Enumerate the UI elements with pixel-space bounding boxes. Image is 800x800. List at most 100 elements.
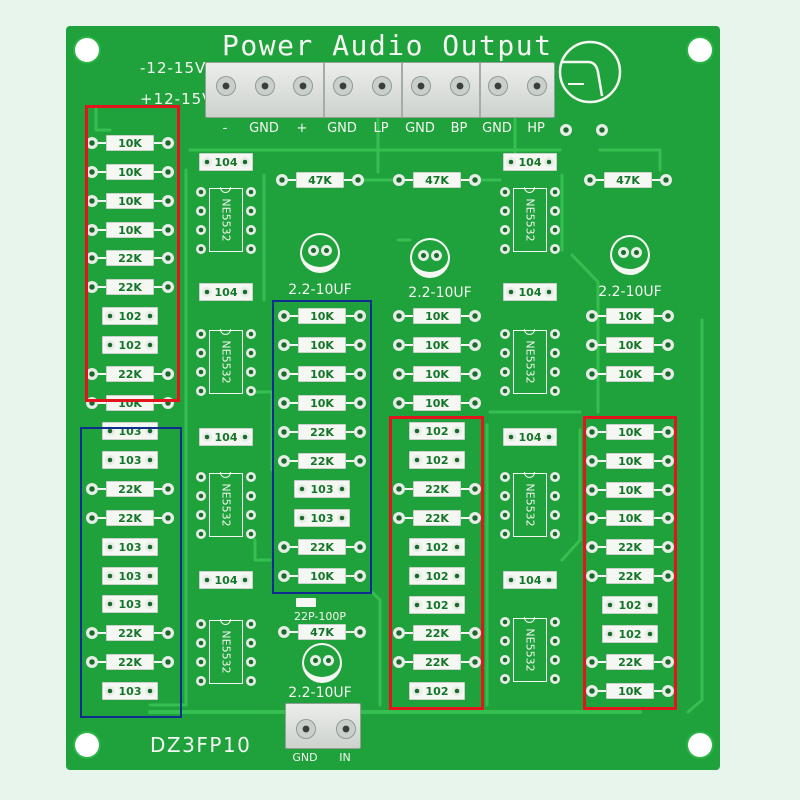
solder-pad — [105, 340, 115, 350]
resistor-value: 10K — [118, 223, 142, 237]
terminal-screw — [488, 76, 508, 96]
resistor-value: 10K — [310, 338, 334, 352]
solder-pad — [412, 455, 422, 465]
resistor-value: 22K — [118, 626, 142, 640]
solder-pad — [393, 656, 405, 668]
resistor: 47K — [276, 171, 364, 189]
resistor: 22K — [278, 452, 366, 470]
resistor-value: 10K — [310, 396, 334, 410]
capacitor-rating-label: 2.2-10UF — [392, 286, 488, 302]
resistor-body: 22K — [106, 510, 154, 526]
input-terminal-label: GND — [292, 751, 318, 764]
resistor-body: 22K — [606, 539, 654, 555]
ceramic-capacitor: 102 — [409, 538, 465, 556]
capacitor-outline — [610, 235, 650, 275]
solder-pad — [586, 512, 598, 524]
highlight-box-red — [85, 105, 180, 402]
resistor-body: 10K — [606, 424, 654, 440]
resistor-body: 10K — [298, 337, 346, 353]
solder-pad — [469, 174, 481, 186]
ceramic-capacitor: 104 — [503, 283, 557, 301]
solder-pad — [412, 600, 422, 610]
ic-pin-pad — [550, 243, 560, 254]
ic-pin-pad — [196, 224, 206, 235]
ic-pin-pad — [246, 490, 256, 501]
solder-pad — [662, 426, 674, 438]
capacitor-rating-label: 2.2-10UF — [272, 283, 368, 299]
solder-pad — [586, 455, 598, 467]
ceramic-capacitor: 103 — [102, 422, 158, 440]
solder-pad — [412, 426, 422, 436]
resistor-body: 10K — [298, 568, 346, 584]
capacitor-value: 102 — [118, 309, 142, 323]
resistor-value: 22K — [425, 655, 449, 669]
resistor-value: 10K — [618, 425, 642, 439]
ceramic-capacitor: 104 — [199, 153, 253, 171]
resistor-value: 22K — [618, 569, 642, 583]
trimmer-capacitor-label: 22P-100P — [294, 610, 346, 623]
solder-pad — [469, 483, 481, 495]
ic-pin-pad — [550, 528, 560, 539]
solder-pad — [145, 686, 155, 696]
resistor-body: 22K — [413, 654, 461, 670]
resistor-value: 10K — [618, 367, 642, 381]
terminal-screw — [333, 76, 353, 96]
capacitor-body: 103 — [102, 567, 158, 585]
capacitor-body: 102 — [409, 538, 465, 556]
capacitor-body: 102 — [409, 596, 465, 614]
solder-pad — [337, 484, 347, 494]
capacitor-body: 103 — [294, 480, 350, 498]
solder-pad — [297, 484, 307, 494]
solder-pad — [469, 627, 481, 639]
capacitor-rating: 2.2-10UF — [288, 685, 352, 701]
ic-pin-pad — [246, 385, 256, 396]
resistor-body: 10K — [606, 683, 654, 699]
resistor: 10K — [586, 307, 674, 325]
solder-pad — [105, 426, 115, 436]
ic-pin-pad — [550, 635, 560, 646]
solder-pad — [321, 245, 332, 256]
solder-pad — [586, 339, 598, 351]
resistor: 10K — [278, 307, 366, 325]
resistor-value: 10K — [618, 338, 642, 352]
resistor-body: 22K — [413, 510, 461, 526]
resistor-value: 10K — [310, 569, 334, 583]
resistor-value: 10K — [618, 511, 642, 525]
mounting-hole — [75, 38, 99, 62]
resistor: 10K — [278, 365, 366, 383]
ic-outline: NE5532 — [513, 329, 547, 394]
ic-pin-pad — [550, 509, 560, 520]
ceramic-capacitor: 102 — [602, 625, 658, 643]
solder-pad — [544, 432, 554, 442]
solder-pad — [662, 484, 674, 496]
ic-pin-pad — [246, 509, 256, 520]
solder-pad — [596, 124, 608, 136]
solder-pad — [393, 174, 405, 186]
resistor-body: 10K — [413, 308, 461, 324]
solder-pad — [86, 281, 98, 293]
solder-pad — [662, 310, 674, 322]
solder-pad — [162, 368, 174, 380]
solder-pad — [584, 174, 596, 186]
solder-pad — [418, 250, 429, 261]
solder-pad — [586, 426, 598, 438]
ceramic-capacitor: 102 — [409, 682, 465, 700]
ic-outline: NE5532 — [209, 329, 243, 394]
resistor-value: 10K — [425, 396, 449, 410]
ic-pin-pad — [500, 224, 510, 235]
resistor: 10K — [86, 221, 174, 239]
ceramic-capacitor: 102 — [409, 422, 465, 440]
resistor: 22K — [86, 365, 174, 383]
capacitor-body: 104 — [199, 428, 253, 446]
ceramic-capacitor: 104 — [199, 428, 253, 446]
ic-pin-pad — [550, 616, 560, 627]
capacitor-value: 104 — [518, 285, 542, 299]
ic-pin-pad — [500, 205, 510, 216]
ic-outline: NE5532 — [209, 187, 243, 252]
solder-pad — [162, 483, 174, 495]
solder-pad — [162, 512, 174, 524]
terminal-label: LP — [373, 121, 389, 136]
resistor: 22K — [86, 480, 174, 498]
